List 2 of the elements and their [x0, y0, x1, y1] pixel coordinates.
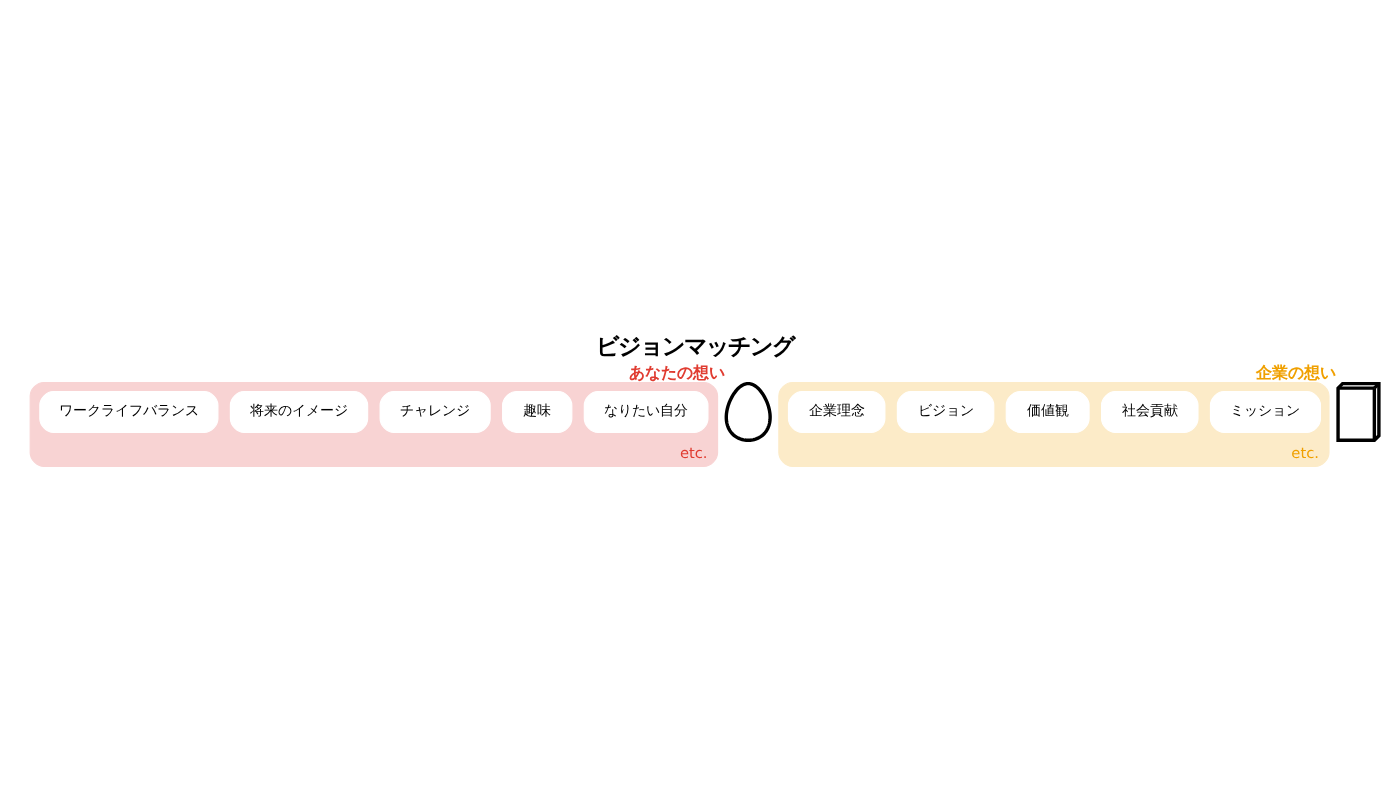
node-person: [724, 380, 772, 441]
diagram-title: ビジョンマッチング: [596, 331, 795, 360]
